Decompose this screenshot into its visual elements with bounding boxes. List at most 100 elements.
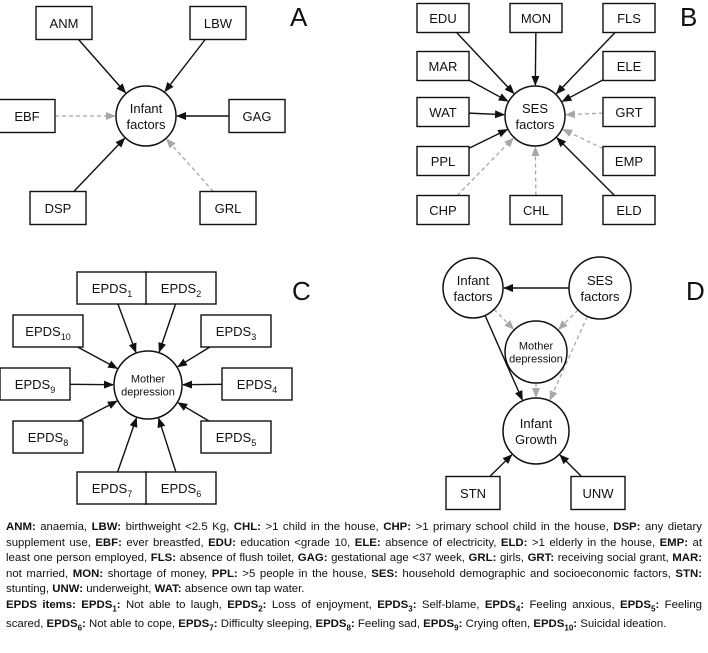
node-mother-label: depression [121,387,175,399]
abbrev-key: MAR: [672,552,702,565]
node-infant-growth-label: Growth [515,432,557,447]
abbrev-value: any dietary supplement use, [6,521,702,549]
edge-grt-to-ses [564,110,604,119]
epds-key: EPDS8: [315,617,355,633]
edge-mar-to-ses [468,79,509,102]
abbrev-key: ELD: [500,536,528,549]
node-infant [115,85,177,147]
node-ses-factors-label: SES [587,273,613,288]
abbrev-key: DSP: [613,521,641,533]
edge-e5-to-mother [177,402,210,422]
epds-value: Feeling sad, [354,617,424,630]
edge-inf-to-mot [493,308,515,330]
box-e1-label: EPDS1 [92,281,132,299]
node-mother-label: Mother [131,374,166,386]
abbrev-value: >1 primary school child in the house, [411,521,614,533]
node-mother [113,350,183,420]
abbrev-key: GRT: [527,552,555,565]
box-ele [602,50,656,82]
edge-ele-to-ses [561,79,604,103]
abbrev-key: SES: [371,567,398,580]
box-stn [445,475,501,511]
abbrev-key: STN: [675,567,702,580]
edge-dsp-to-infant [73,137,126,192]
abbrev-key: MON: [72,567,104,580]
epds-item-list: EPDS items: EPDS1: Not able to laugh, EP… [6,598,702,636]
box-edu [416,2,470,34]
edge-ses-to-gro [549,316,588,401]
box-e9-label: EPDS9 [15,377,55,395]
abbrev-value: >1 elderly in the house, [527,536,660,549]
edge-e8-to-mother [78,400,118,422]
abbrev-value: gestational age <37 week, [327,552,469,565]
abbrev-key: EDU: [208,536,236,549]
node-mother-depression-label: Mother [519,341,554,353]
epds-value: Loss of enjoyment, [266,598,378,611]
box-e9 [0,367,71,401]
abbrev-value: education <grade 10, [235,536,355,549]
box-e8-label: EPDS8 [28,430,68,448]
epds-heading: EPDS items: [6,598,82,611]
epds-key: EPDS4: [484,598,525,614]
box-e5-label: EPDS5 [216,430,256,448]
edge-lbw-to-infant [164,39,206,93]
panel-letter: B [680,2,697,32]
box-grt-label: GRT [615,105,642,120]
epds-key: EPDS5: [619,598,660,614]
box-e6 [145,471,217,505]
abbrev-value: receiving social grant, [554,552,673,565]
abbrev-value: at least one person employed, [6,536,703,565]
epds-value: Self-blame, [416,598,485,611]
node-infant-factors-label: Infant [457,273,490,288]
node-infant-factors-label: factors [453,289,493,304]
box-fls [602,2,656,34]
box-mar-label: MAR [429,59,458,74]
abbrev-key: CHL: [233,521,261,533]
box-lbw-label: LBW [204,16,233,31]
node-mother-depression-label: depression [509,354,563,366]
abbrev-value: anaemia, [35,521,92,533]
box-dsp-label: DSP [45,201,72,216]
abbrev-key: GRL: [468,552,497,565]
panel-letter: D [686,276,705,306]
figure-legend: ANM: anaemia, LBW: birthweight <2.5 Kg, … [6,520,702,636]
edge-e1-to-mother [117,303,137,354]
box-chl-label: CHL [523,203,549,218]
box-unw-label: UNW [582,486,614,501]
box-lbw [189,5,247,41]
box-eld [602,194,656,226]
epds-value: Feeling scared, [6,598,702,630]
box-ebf-label: EBF [14,109,39,124]
node-ses-factors-label: factors [580,289,620,304]
box-ppl-label: PPL [431,154,456,169]
node-infant-growth-label: Infant [520,416,553,431]
node-infant-growth [502,397,570,465]
abbrev-value: household demographic and socioeconomic … [397,567,676,580]
node-ses [504,85,566,147]
box-eld-label: ELD [616,203,641,218]
box-anm [35,5,93,41]
box-mon-label: MON [521,11,551,26]
edge-e6-to-mother [157,417,177,473]
panel-d: InfantfactorsSESfactorsMotherdepressionI… [442,256,705,511]
box-grl [199,190,257,226]
box-mar [416,50,470,82]
abbrev-value: >5 people in the house, [237,567,372,580]
edge-e7-to-mother [116,417,138,473]
panel-letter: C [292,276,311,306]
epds-value: Not able to cope, [85,617,179,630]
epds-key: EPDS7: [178,617,218,633]
box-gag-label: GAG [243,109,272,124]
node-infant-factors [442,257,504,319]
box-dsp [29,190,87,226]
abbrev-value: birthweight <2.5 Kg, [121,521,234,533]
epds-value: Feeling anxious, [524,598,620,611]
box-grt [602,96,656,128]
box-e4-label: EPDS4 [237,377,277,395]
box-chp [416,194,470,226]
edge-e3-to-mother [176,346,211,368]
abbrev-value: ever breastfed, [121,536,209,549]
abbrev-value: absence of flush toilet, [176,552,298,565]
box-emp [602,145,656,177]
node-infant-label: factors [126,117,166,132]
